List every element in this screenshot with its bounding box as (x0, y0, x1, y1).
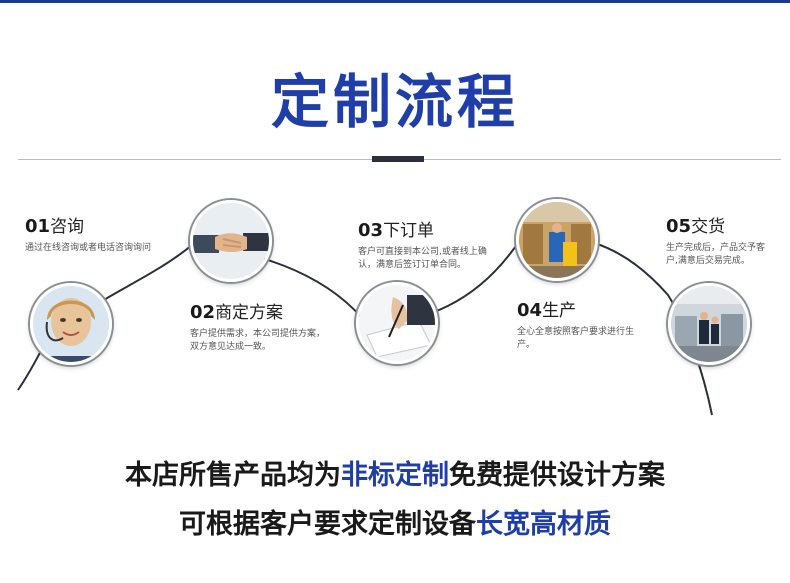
step-04-name: 生产 (542, 301, 577, 321)
step-05-number: 05 (666, 216, 692, 237)
step-05-desc-line: 户,满意后交易完成。 (666, 256, 750, 266)
step-02-number: 02 (190, 302, 216, 323)
step-02: 02商定方案 客户提供需求，本公司提供方案， 双方意见达成一致。 (190, 302, 350, 354)
page-title: 定制流程 (270, 68, 519, 136)
step-03-description: 客户可直接到本公司,或者线上确 认，满意后签订订单合同。 (358, 246, 508, 272)
warehouse-production-icon (519, 202, 595, 278)
production-photo (516, 199, 598, 281)
step-01-desc-line: 通过在线咨询或者电话咨询询问 (25, 243, 152, 253)
top-bar (0, 0, 790, 3)
step-02-desc-line: 双方意见达成一致。 (190, 342, 272, 352)
step-05-name: 交货 (691, 217, 726, 237)
signing-photo (356, 282, 438, 364)
step-04-heading: 04生产 (517, 300, 657, 322)
step-01: 01咨询 通过在线咨询或者电话咨询询问 (25, 216, 185, 255)
step-01-name: 咨询 (50, 217, 85, 237)
slogan-line-2: 可根据客户要求定制设备长宽高材质 (0, 502, 790, 541)
slogan-1-highlight: 非标定制 (341, 460, 449, 491)
handshake-icon (193, 203, 269, 279)
step-04: 04生产 全心全意按照客户要求进行生 产。 (517, 300, 657, 352)
customer-service-photo (30, 283, 112, 365)
step-05-description: 生产完成后，产品交予客 户,满意后交易完成。 (666, 242, 784, 268)
step-04-number: 04 (517, 300, 543, 321)
step-04-desc-line: 全心全意按照客户要求进行生 (517, 327, 635, 337)
step-03-name: 下订单 (383, 221, 435, 241)
step-01-heading: 01咨询 (25, 216, 185, 238)
handshake-photo (190, 200, 272, 282)
step-01-description: 通过在线咨询或者电话咨询询问 (25, 242, 185, 255)
slogan-1-text-end: 免费提供设计方案 (449, 460, 665, 491)
step-05-heading: 05交货 (666, 216, 784, 238)
step-03-number: 03 (358, 220, 384, 241)
slogan-2-highlight: 长宽高材质 (476, 509, 611, 540)
step-02-heading: 02商定方案 (190, 302, 350, 324)
step-03-heading: 03下订单 (358, 220, 508, 242)
step-05-desc-line: 生产完成后，产品交予客 (666, 243, 766, 253)
customer-service-icon (33, 286, 109, 362)
factory-photo (668, 283, 750, 365)
slogan-line-1: 本店所售产品均为非标定制免费提供设计方案 (0, 453, 790, 492)
signing-contract-icon (359, 285, 435, 361)
step-02-desc-line: 客户提供需求，本公司提供方案， (190, 329, 326, 339)
step-02-description: 客户提供需求，本公司提供方案， 双方意见达成一致。 (190, 328, 350, 354)
slogan-1-text: 本店所售产品均为 (125, 460, 341, 491)
step-01-number: 01 (25, 216, 51, 237)
title-divider-accent (372, 156, 424, 162)
step-05: 05交货 生产完成后，产品交予客 户,满意后交易完成。 (666, 216, 784, 268)
slogan-2-text: 可根据客户要求定制设备 (179, 509, 476, 540)
step-03-desc-line: 客户可直接到本公司,或者线上确 (358, 247, 487, 257)
step-02-name: 商定方案 (215, 303, 284, 323)
step-03: 03下订单 客户可直接到本公司,或者线上确 认，满意后签订订单合同。 (358, 220, 508, 272)
step-04-desc-line: 产。 (517, 340, 536, 350)
factory-workers-icon (671, 286, 747, 362)
step-03-desc-line: 认，满意后签订订单合同。 (358, 260, 467, 270)
step-04-description: 全心全意按照客户要求进行生 产。 (517, 326, 657, 352)
